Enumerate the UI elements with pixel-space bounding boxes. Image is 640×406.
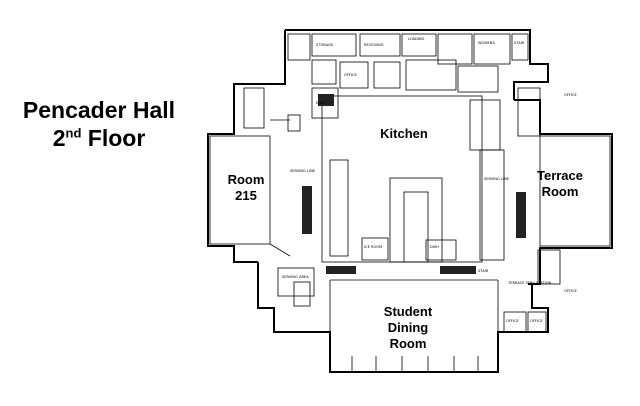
room-labels: Kitchen Room 215 Terrace Room Student Di… (228, 126, 583, 351)
tag-serving-line-right: SERVING LINE (484, 177, 510, 181)
dining-columns (351, 356, 479, 372)
label-room-215-line1: Room (228, 172, 265, 187)
tag-ice-room: ICE ROOM (364, 245, 382, 249)
kitchen-area (321, 95, 505, 263)
room-215-area (209, 87, 301, 257)
tag-office-right-1: OFFICE (564, 93, 578, 97)
label-dining-line3: Room (390, 336, 427, 351)
label-room-215-line2: 215 (235, 188, 257, 203)
tag-receiving: RECEIVING (364, 43, 384, 47)
tag-serving-area: SERVING AREA (282, 275, 309, 279)
tag-serving-line-left: SERVING LINE (290, 169, 316, 173)
tag-office-right-2: OFFICE (564, 289, 578, 293)
tag-terrace-serv-station: TERRACE SERV STATION (507, 281, 552, 285)
tag-dish: DISH (430, 245, 439, 249)
floor-suffix: nd (65, 125, 82, 141)
lower-service-rooms (277, 237, 547, 372)
tag-stair-lower: STAIR (478, 269, 489, 273)
label-terrace-line2: Room (542, 184, 579, 199)
tag-storage: STORAGE (316, 43, 334, 47)
room-tags: STORAGE RECEIVING LOADING WOMENS STAIR O… (282, 37, 578, 323)
tag-office: OFFICE (344, 73, 358, 77)
label-terrace-line1: Terrace (537, 168, 583, 183)
tag-office-lower-1: OFFICE (506, 319, 520, 323)
floor-label: 2nd Floor (10, 124, 188, 152)
tag-office-lower-2: OFFICE (530, 319, 544, 323)
floor-number: 2 (52, 125, 66, 151)
label-dining-line1: Student (384, 304, 433, 319)
stairs (302, 94, 526, 274)
floor-plan-title: Pencader Hall 2nd Floor (10, 96, 188, 152)
label-kitchen: Kitchen (380, 126, 428, 141)
tag-womens: WOMENS (478, 41, 495, 45)
label-dining-line2: Dining (388, 320, 428, 335)
floor-word: Floor (87, 125, 146, 151)
terrace-room-area (517, 87, 611, 285)
tag-elev: ELEV (316, 101, 326, 105)
top-service-rooms (287, 33, 529, 119)
tag-stair-top: STAIR (514, 41, 525, 45)
building-name: Pencader Hall (22, 97, 176, 123)
tag-loading: LOADING (408, 37, 425, 41)
